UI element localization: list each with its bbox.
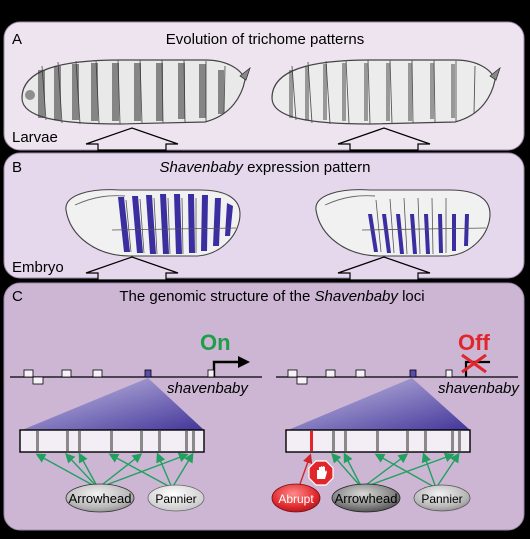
factor-oval-left-0 bbox=[65, 483, 135, 513]
locus-right: Off shavenbaby bbox=[271, 330, 520, 513]
panel-b: B Shavenbaby expression pattern bbox=[3, 152, 525, 279]
panel-c: C The genomic structure of the Shavenbab… bbox=[3, 282, 525, 531]
factor-oval-left-1 bbox=[147, 484, 205, 512]
embryo-right bbox=[315, 189, 491, 257]
locus-left: On shavenbaby bbox=[10, 330, 262, 513]
factor-oval-right-1 bbox=[331, 483, 401, 513]
panel-c-letter: C bbox=[12, 288, 23, 305]
connector-a-b bbox=[85, 127, 431, 151]
panel-a: A Evolution of trichome patterns bbox=[3, 21, 525, 151]
panel-b-title: Shavenbaby expression pattern bbox=[160, 159, 371, 176]
connector-b-c bbox=[85, 256, 431, 281]
gene-label-left: shavenbaby bbox=[167, 380, 249, 397]
panel-a-letter: A bbox=[12, 31, 22, 48]
panel-a-stage-label: Larvae bbox=[12, 129, 58, 146]
panel-c-title: The genomic structure of the Shavenbaby … bbox=[119, 288, 424, 305]
promoter-arrow-off bbox=[464, 360, 490, 377]
factor-oval-right-2 bbox=[413, 484, 471, 512]
factor-label-left-0: Arrowhead bbox=[69, 491, 132, 506]
panel-b-stage-label: Embryo bbox=[12, 259, 64, 276]
gene-label-right: shavenbaby bbox=[438, 380, 520, 397]
exon-boxes-right bbox=[287, 369, 453, 385]
factor-oval-right-0 bbox=[271, 483, 321, 513]
panel-b-letter: B bbox=[12, 159, 22, 176]
regulatory-arrows-right bbox=[331, 452, 460, 489]
repressor-arrow bbox=[299, 453, 313, 485]
panel-a-title: Evolution of trichome patterns bbox=[166, 31, 364, 48]
factor-label-right-2: Pannier bbox=[421, 492, 462, 506]
factor-label-right-1: Arrowhead bbox=[335, 491, 398, 506]
regulatory-arrows-left bbox=[35, 452, 194, 489]
binding-sites-left bbox=[36, 431, 195, 451]
stop-sign-icon bbox=[308, 460, 334, 486]
factor-label-right-0: Abrupt bbox=[278, 492, 314, 506]
binding-sites-right bbox=[310, 431, 461, 451]
promoter-cross bbox=[461, 353, 487, 374]
promoter-arrowhead-on bbox=[238, 356, 250, 368]
exon-boxes-left bbox=[23, 369, 215, 385]
state-on-label: On bbox=[200, 330, 231, 355]
larva-left bbox=[21, 59, 251, 125]
zoom-wedge-right bbox=[288, 378, 470, 430]
zoom-wedge-left bbox=[22, 378, 204, 430]
larva-right bbox=[271, 59, 501, 125]
panel-c-background bbox=[3, 282, 525, 531]
state-off-label: Off bbox=[458, 330, 490, 355]
factor-label-left-1: Pannier bbox=[155, 492, 196, 506]
embryo-left bbox=[65, 189, 241, 257]
